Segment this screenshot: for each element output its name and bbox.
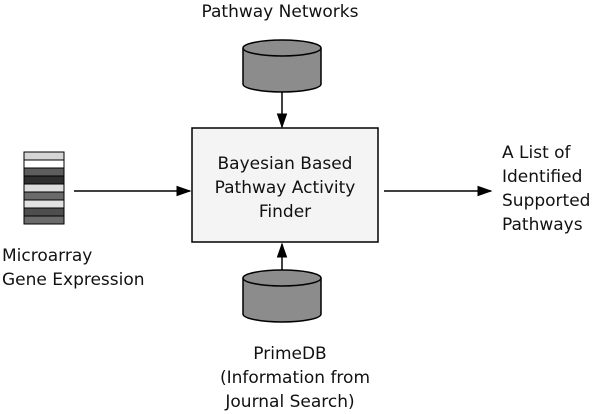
primedb-line-2: (Information from (220, 368, 371, 388)
microarray-label: Microarray Gene Expression (2, 244, 145, 292)
output-line-4: Pathways (502, 215, 583, 235)
microarray-line-2: Gene Expression (2, 270, 145, 290)
finder-line-1: Bayesian Based (217, 154, 353, 174)
output-line-1: A List of (502, 143, 571, 163)
finder-box (191, 127, 379, 243)
microarray-line-1: Microarray (2, 246, 93, 266)
primedb-line-3: Journal Search) (225, 392, 355, 412)
output-line-2: Identified (502, 167, 583, 187)
pathway-networks-label: Pathway Networks (201, 2, 359, 22)
finder-label: Bayesian Based Pathway Activity Finder (192, 152, 378, 224)
primedb-line-1: PrimeDB (253, 344, 327, 364)
output-label: A List of Identified Supported Pathways (502, 141, 590, 237)
primedb-db-icon (242, 269, 322, 323)
finder-line-3: Finder (258, 202, 312, 222)
finder-line-2: Pathway Activity (214, 178, 356, 198)
primedb-label: PrimeDB (Information from Journal Search… (220, 342, 371, 414)
output-line-3: Supported (502, 191, 591, 211)
pathway-networks-db-icon (242, 39, 322, 93)
microarray-icon (23, 151, 65, 225)
